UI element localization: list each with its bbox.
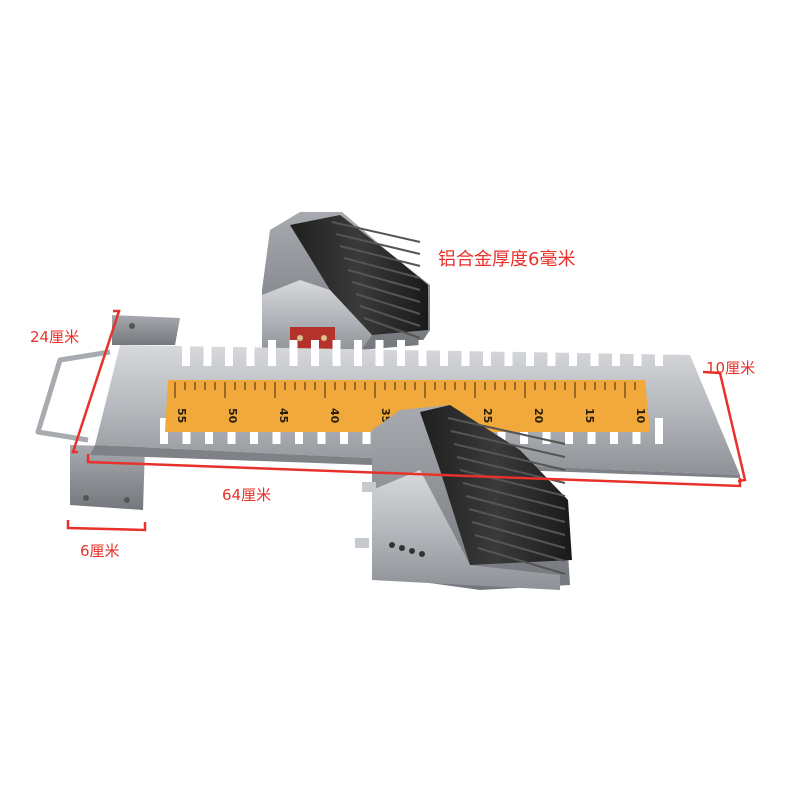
rail-slot-top	[203, 340, 212, 366]
rail-slot-top	[289, 340, 298, 366]
tread-ridge	[474, 534, 566, 562]
rail-slot-top	[332, 340, 341, 366]
rail-slot-top	[483, 340, 491, 366]
scale-number: 40	[328, 408, 341, 424]
scale-strip	[165, 380, 650, 432]
rail-slot-top	[569, 340, 577, 366]
rail-slot-top	[547, 340, 556, 366]
front-tread-ridges	[447, 417, 566, 575]
left-width-label: 24厘米	[30, 328, 80, 346]
scale-number: 45	[277, 408, 290, 423]
scale-number: 50	[226, 408, 239, 424]
dim-left-width	[71, 309, 121, 454]
length-label: 64厘米	[222, 486, 272, 504]
rail-slot-top	[397, 340, 405, 366]
tread-ridge	[331, 221, 421, 243]
left-mount-plate	[112, 315, 180, 345]
tread-ridge	[453, 443, 566, 471]
scale-number: 15	[583, 408, 596, 423]
right-width-label: 10厘米	[706, 359, 756, 377]
rail-slot-top	[354, 340, 362, 366]
tread-ridge	[477, 547, 566, 575]
tread-ridge	[335, 233, 421, 255]
rail-slot-top	[440, 340, 448, 366]
scale-number: 20	[532, 408, 545, 424]
rail-slot-bottom	[160, 418, 168, 444]
dimension-lines	[66, 309, 747, 532]
tread-ridge	[459, 469, 566, 497]
scale-number: 10	[634, 408, 647, 424]
rail-slot-top	[268, 340, 276, 366]
rail-slot-top	[418, 340, 427, 366]
tread-ridge	[471, 521, 566, 549]
tread-ridge	[450, 430, 566, 458]
rail-slot-top	[633, 340, 642, 366]
dim-length	[86, 454, 742, 488]
rail-slot-top	[612, 340, 620, 366]
rail-slot-top	[225, 340, 233, 366]
tread-ridge	[339, 245, 421, 267]
tread-ridge	[355, 293, 421, 315]
tread-ridge	[351, 281, 421, 303]
rail-slot-bottom	[655, 418, 663, 444]
scale-ticks	[174, 382, 636, 398]
rail-slot-top	[590, 340, 599, 366]
dim-right-width	[702, 370, 747, 483]
rail-slot-top	[655, 340, 663, 366]
tread-ridge	[447, 417, 566, 445]
front-foot-block	[355, 405, 572, 590]
plate-width-label: 6厘米	[80, 542, 120, 560]
scale-number: 25	[481, 408, 494, 423]
rail-slot-top	[461, 340, 470, 366]
material-label: 铝合金厚度6毫米	[438, 249, 576, 270]
tread-ridge	[343, 257, 421, 279]
tread-ridge	[347, 269, 421, 291]
rail-slot-top	[311, 340, 319, 366]
rail-slot-top	[375, 340, 384, 366]
rail-slot-top	[504, 340, 513, 366]
tread-ridge	[462, 482, 566, 510]
rail-slot-top	[246, 340, 255, 366]
dim-plate-width	[66, 520, 147, 532]
rail-slot-top	[182, 340, 190, 366]
tread-ridge	[363, 317, 421, 339]
rear-tread-ridges	[331, 221, 421, 339]
scale-number: 55	[175, 408, 188, 423]
tread-ridge	[468, 508, 566, 536]
rail-slot-top	[526, 340, 534, 366]
tread-ridge	[359, 305, 421, 327]
tread-ridge	[465, 495, 566, 523]
carry-handle	[35, 349, 111, 443]
